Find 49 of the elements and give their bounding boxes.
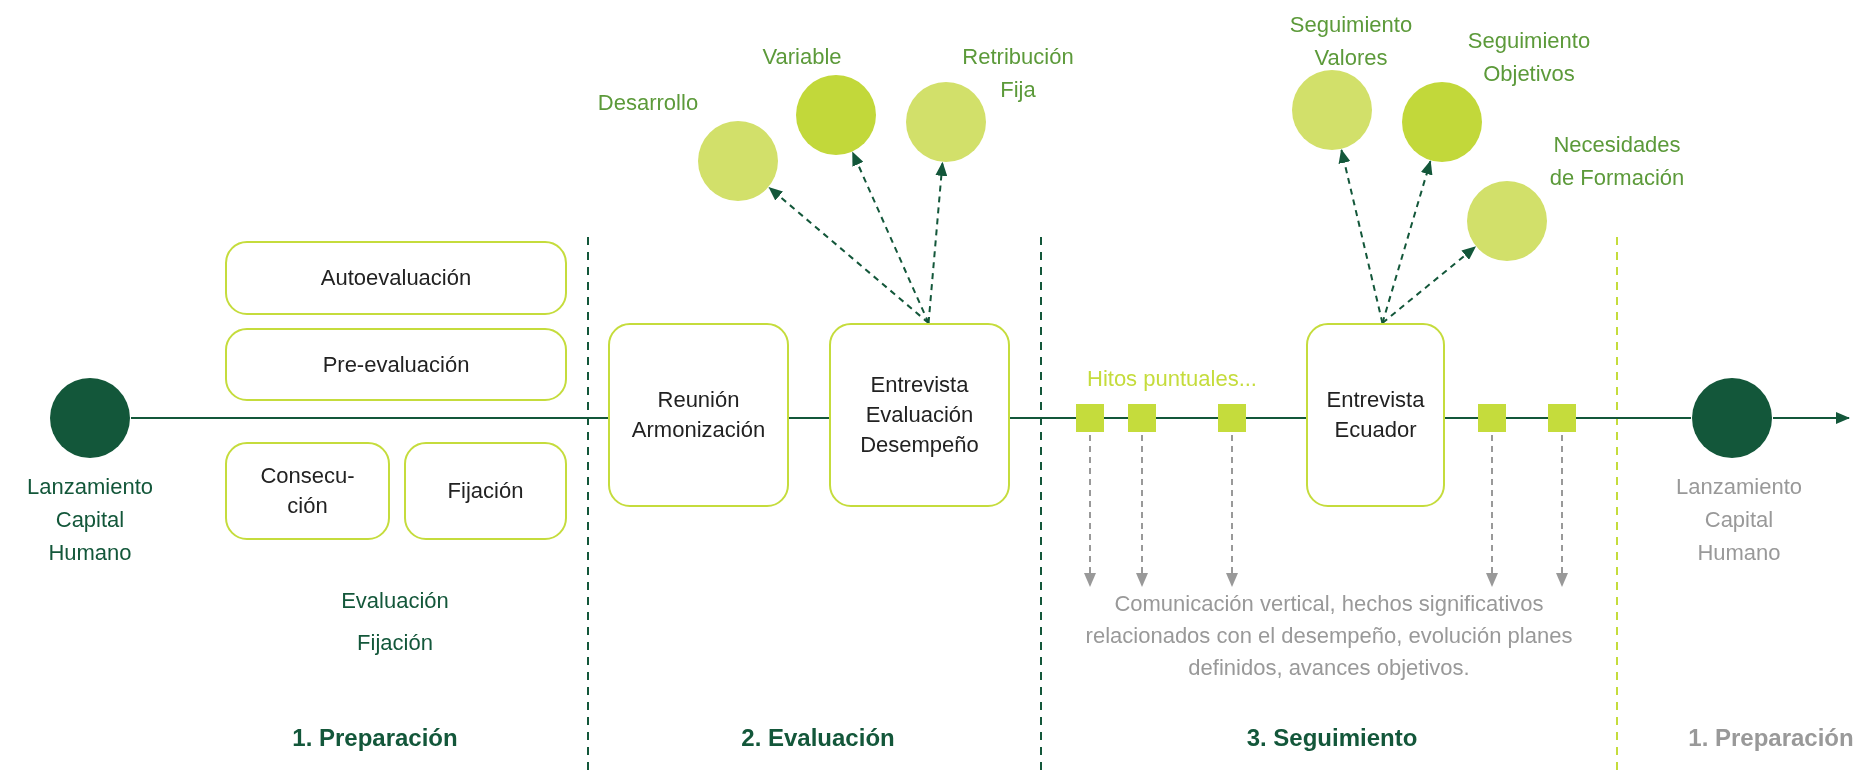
node-label: Variable bbox=[761, 43, 843, 71]
connector-line bbox=[1136, 434, 1148, 587]
phase-title: 1. Preparación bbox=[291, 723, 459, 753]
node-label: Necesidades de Formación bbox=[1548, 131, 1686, 192]
annotation-text: Evaluación bbox=[340, 587, 450, 615]
connector-line bbox=[1084, 434, 1096, 587]
connector-line bbox=[1575, 417, 1692, 419]
connector-line bbox=[1505, 417, 1549, 419]
process-box: Fijación bbox=[404, 442, 567, 540]
connector-line bbox=[1103, 417, 1129, 419]
milestone-square bbox=[1076, 404, 1104, 432]
connector-line bbox=[1338, 148, 1384, 324]
process-box: Pre-evaluación bbox=[225, 328, 567, 401]
milestone-square bbox=[1128, 404, 1156, 432]
connector-line bbox=[1226, 434, 1238, 587]
process-box: Reunión Armonización bbox=[608, 323, 789, 507]
connector-line bbox=[768, 186, 930, 324]
connector-line bbox=[1381, 246, 1477, 324]
connector-line bbox=[130, 417, 609, 419]
milestone-square bbox=[1478, 404, 1506, 432]
phase-title: 3. Seguimiento bbox=[1245, 723, 1419, 753]
connector-line bbox=[1772, 412, 1850, 424]
connector-line bbox=[927, 161, 948, 324]
connector-line bbox=[1009, 417, 1077, 419]
node-label: Desarrollo bbox=[596, 89, 700, 117]
milestone-square bbox=[1548, 404, 1576, 432]
connector-line bbox=[851, 151, 930, 324]
node-label: Seguimiento Valores bbox=[1288, 11, 1414, 72]
connector-line bbox=[1245, 417, 1307, 419]
connector-line bbox=[788, 417, 830, 419]
annotation-text: Hitos puntuales... bbox=[1086, 365, 1258, 393]
annotation-text: Fijación bbox=[356, 629, 434, 657]
process-box: Entrevista Ecuador bbox=[1306, 323, 1445, 507]
node-label: Retribución Fija bbox=[961, 43, 1075, 104]
connector-line bbox=[1556, 434, 1568, 587]
node-label: Seguimiento Objetivos bbox=[1466, 27, 1592, 88]
note-text: Comunicación vertical, hechos significativos relacionados con el desempeño, evolución planes definidos, avances objetivos. bbox=[1074, 588, 1584, 684]
phase-title: 1. Preparación bbox=[1687, 723, 1855, 753]
node-label: Lanzamiento Capital Humano bbox=[26, 473, 154, 567]
node-label: Lanzamiento Capital Humano bbox=[1675, 473, 1803, 567]
process-box: Autoevaluación bbox=[225, 241, 567, 315]
connector-line bbox=[1444, 417, 1479, 419]
phase-title: 2. Evaluación bbox=[740, 723, 896, 753]
connector-line bbox=[1486, 434, 1498, 587]
process-box: Consecu- ción bbox=[225, 442, 390, 540]
process-box: Entrevista Evaluación Desempeño bbox=[829, 323, 1010, 507]
connector-line bbox=[1155, 417, 1219, 419]
milestone-square bbox=[1218, 404, 1246, 432]
connector-line bbox=[1381, 160, 1433, 324]
